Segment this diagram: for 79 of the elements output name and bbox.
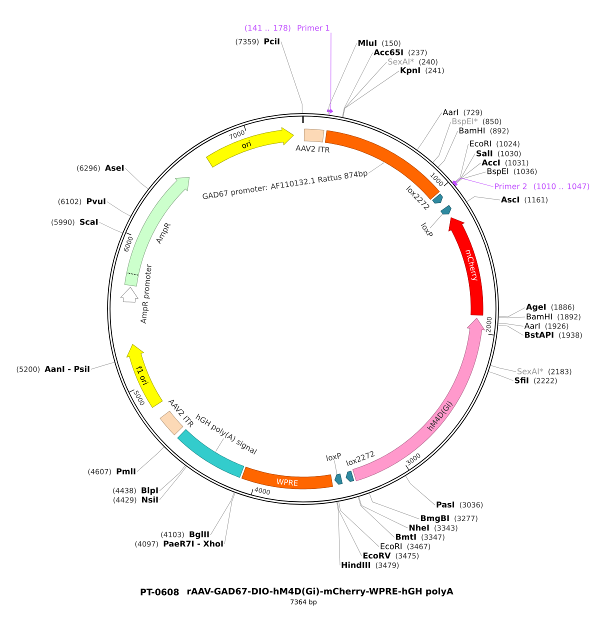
leader-line: [210, 492, 234, 536]
plasmid-title: rAAV-GAD67-DIO-hM4D(Gi)-mCherry-WPRE-hGH polyA: [187, 588, 454, 596]
leader-line: [498, 324, 524, 336]
enzyme-name: AarI: [442, 109, 458, 116]
feature-band: [334, 474, 343, 485]
leader-line: [432, 122, 451, 163]
enzyme-name: Acc65I: [374, 49, 403, 56]
enzyme-name: BstAPI: [525, 332, 554, 338]
leader-line: [438, 130, 458, 168]
leader-line: [125, 168, 148, 190]
leader-line: [337, 502, 362, 556]
leader-line: [280, 41, 302, 114]
enzyme-name: BmgBI: [421, 515, 449, 523]
leader-line: [159, 465, 186, 492]
enzyme-name: BamHI: [526, 314, 552, 320]
enzyme-name: BglII: [190, 531, 209, 539]
enzyme-name: MluI: [358, 40, 376, 46]
leader-line: [342, 52, 373, 118]
leader-line: [358, 496, 408, 528]
enzyme-name: PmlI: [116, 468, 136, 474]
enzyme-name: PvuI: [86, 198, 106, 204]
enzyme-name: BmtI: [396, 534, 416, 540]
enzyme-name: AccI: [482, 160, 500, 166]
enzyme-name: SalI: [476, 150, 492, 156]
feature-band: [440, 205, 452, 214]
leader-line: [136, 446, 164, 472]
enzyme-name: EcoRV: [363, 552, 391, 559]
enzyme-name: EcoRI: [380, 543, 402, 550]
leader-line: [498, 322, 524, 327]
leader-line: [159, 466, 187, 500]
leader-line: [224, 492, 236, 544]
leader-line: [342, 62, 387, 118]
leader-line: [369, 493, 420, 520]
enzyme-name: BamHI: [460, 128, 484, 134]
leader-line: [416, 112, 442, 150]
leader-line: [358, 496, 395, 538]
enzyme-name: BspEI: [488, 168, 508, 176]
enzyme-name: AarI: [524, 322, 540, 329]
enzyme-name: PciI: [264, 38, 280, 44]
leader-line: [430, 214, 443, 228]
leader-line: [368, 162, 384, 174]
leader-line: [328, 43, 357, 115]
leader-line: [338, 501, 380, 547]
enzyme-name: HindIII: [342, 562, 370, 568]
leader-line: [215, 438, 224, 452]
enzyme-name: BspEI*: [452, 118, 478, 126]
enzyme-name: AseI: [104, 164, 124, 171]
leader-line: [488, 371, 514, 381]
enzyme-name: BlpI: [142, 487, 158, 495]
enzyme-name: KpnI: [400, 67, 420, 75]
leader-line: [99, 222, 123, 234]
leader-line: [326, 32, 334, 116]
plasmid-id: PT-0608: [140, 588, 179, 596]
leader-line: [452, 144, 469, 184]
enzyme-name: NsiI: [142, 496, 158, 503]
leader-line: [90, 362, 115, 370]
enzyme-name: AgeI: [526, 304, 546, 312]
enzyme-name: NheI: [409, 524, 429, 531]
enzyme-name: EcoRI: [470, 140, 491, 147]
enzyme-name: ScaI: [80, 218, 98, 225]
enzyme-name: PaeR7I - XhoI: [164, 540, 223, 547]
leader-line: [466, 196, 500, 202]
leader-line: [452, 178, 494, 187]
leader-line: [405, 476, 436, 506]
leader-line: [342, 70, 400, 118]
enzyme-name: PasI: [436, 502, 454, 508]
leader-line: [454, 162, 481, 184]
leader-line: [334, 460, 338, 475]
enzyme-name: AscI: [501, 196, 519, 203]
leader-line: [336, 502, 340, 566]
enzyme-name: SexAI*: [388, 58, 414, 65]
enzyme-name: SexAI*: [518, 368, 544, 374]
leader-line: [490, 365, 516, 372]
leader-line: [498, 316, 526, 318]
leader-line: [454, 172, 486, 186]
enzyme-name: SfiI: [514, 377, 528, 384]
enzyme-name: AanI - PsiI: [44, 366, 90, 372]
leader-line: [106, 201, 131, 216]
leader-line: [498, 307, 526, 318]
